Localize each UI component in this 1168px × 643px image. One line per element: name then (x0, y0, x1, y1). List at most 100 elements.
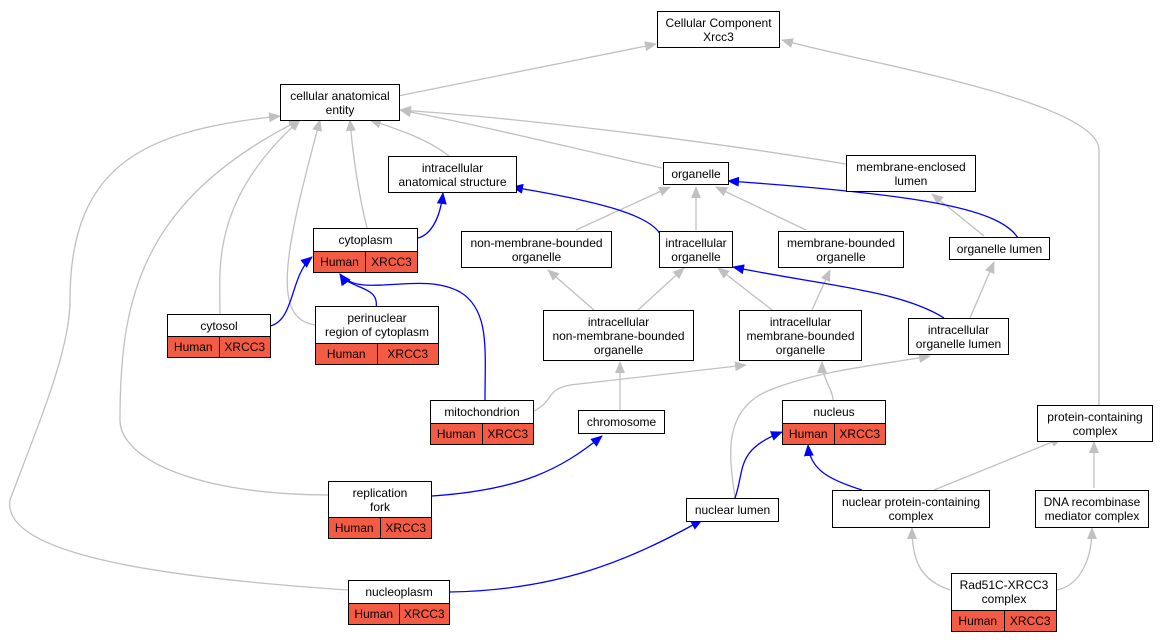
edge-inmbo-nmbo (547, 269, 595, 311)
annotation-row: Human XRCC3 (316, 343, 438, 364)
edge-np-nl (449, 519, 703, 593)
annotation-row: Human XRCC3 (783, 423, 885, 444)
node-nuclear-lumen[interactable]: nuclear lumen (686, 498, 779, 522)
node-label: cytosol (200, 318, 238, 333)
species-label: Human (173, 340, 213, 354)
node-mitochondrion[interactable]: mitochondrion Human XRCC3 (430, 400, 534, 445)
edge-prc-cae (286, 119, 322, 326)
edge-mito-imbo (533, 361, 747, 412)
node-cytoplasm[interactable]: cytoplasm Human XRCC3 (313, 228, 418, 273)
node-label: nuclear lumen (694, 503, 771, 517)
node-label: membrane-enclosed lumen (856, 159, 966, 188)
gene-label: XRCC3 (1003, 611, 1057, 631)
node-cellular-anatomical-entity[interactable]: cellular anatomical entity (280, 84, 400, 121)
node-label: nucleus (813, 405, 855, 419)
node-label: chromosome (586, 415, 657, 429)
annotation-row: Human XRCC3 (314, 251, 417, 272)
node-organelle-lumen[interactable]: organelle lumen (949, 237, 1050, 260)
edge-inmbo-io (637, 267, 685, 311)
annotation-row: Human XRCC3 (329, 517, 431, 538)
node-nucleus[interactable]: nucleus Human XRCC3 (782, 400, 886, 445)
gene-label: XRCC3 (376, 344, 439, 364)
edge-npcc-nucleus (803, 444, 863, 491)
gene-label: XRCC3 (833, 424, 886, 444)
edge-iol-ol (969, 261, 995, 319)
edge-mito-cytoplasm (339, 273, 486, 401)
node-intracellular-membrane-bounded-organelle[interactable]: intracellular membrane-bounded organelle (739, 310, 862, 361)
gene-label: XRCC3 (379, 518, 432, 538)
annotation-row: Human XRCC3 (168, 336, 270, 357)
annotation-row: Human XRCC3 (349, 603, 449, 624)
species-label: Human (320, 255, 359, 269)
edge-imbo-io (717, 267, 773, 311)
annotation-row: Human XRCC3 (952, 610, 1056, 631)
node-label: DNA recombinase mediator complex (1043, 495, 1141, 523)
edge-npcc-pcc (933, 437, 1063, 491)
edge-rad51c-npcc (907, 527, 951, 591)
node-label: cytoplasm (338, 233, 393, 247)
node-chromosome[interactable]: chromosome (578, 410, 665, 434)
gene-label: XRCC3 (398, 604, 450, 624)
node-label: non-membrane-bounded organelle (470, 235, 603, 264)
node-label: mitochondrion (444, 405, 520, 419)
node-label: intracellular non-membrane-bounded organ… (552, 314, 685, 357)
edge-nmbo-organelle (575, 186, 671, 231)
species-label: Human (788, 427, 828, 441)
edge-cytoplasm-cae (345, 119, 368, 229)
node-nucleoplasm[interactable]: nucleoplasm Human XRCC3 (348, 580, 450, 625)
edge-cytosol-cae (219, 119, 301, 315)
node-label: Rad51C-XRCC3 complex (959, 578, 1049, 606)
edge-np-cae (9, 112, 349, 591)
species-label: Human (326, 347, 366, 361)
edge-nl-iol (730, 353, 931, 499)
node-label: nucleoplasm (365, 585, 433, 599)
node-intracellular-anatomical-structure[interactable]: intracellular anatomical structure (388, 156, 517, 193)
edge-cytoplasm-ias (417, 192, 447, 239)
node-intracellular-non-membrane-bounded-organelle[interactable]: intracellular non-membrane-bounded organ… (543, 310, 694, 361)
edge-ol-organelle (727, 176, 1019, 239)
edge-ias-cae (369, 118, 451, 158)
node-nuclear-protein-containing-complex[interactable]: nuclear protein-containing complex (832, 490, 990, 528)
node-perinuclear-region-of-cytoplasm[interactable]: perinuclear region of cytoplasm Human XR… (315, 306, 439, 365)
node-intracellular-organelle[interactable]: intracellular organelle (659, 231, 733, 268)
node-label: intracellular organelle (665, 235, 727, 264)
edge-rad51c-drmc (1056, 527, 1097, 591)
node-intracellular-organelle-lumen[interactable]: intracellular organelle lumen (908, 318, 1009, 355)
node-membrane-bounded-organelle[interactable]: membrane-bounded organelle (778, 231, 904, 268)
species-label: Human (958, 614, 998, 628)
node-dna-recombinase-mediator-complex[interactable]: DNA recombinase mediator complex (1035, 490, 1149, 528)
node-non-membrane-bounded-organelle[interactable]: non-membrane-bounded organelle (461, 231, 612, 268)
node-label: Cellular Component Xrcc3 (665, 15, 772, 44)
node-membrane-enclosed-lumen[interactable]: membrane-enclosed lumen (846, 155, 976, 192)
edge-mel-cae (399, 105, 847, 165)
edge-nucleus-imbo (817, 361, 834, 401)
edge-imbo-mbo (811, 269, 831, 311)
edge-mbo-organelle (715, 186, 807, 231)
edge-pcc-root (781, 38, 1100, 406)
edge-cae-root (397, 41, 657, 97)
edge-rf-cae (119, 119, 330, 496)
node-label: organelle lumen (956, 241, 1043, 256)
gene-label: XRCC3 (218, 337, 271, 357)
node-label: nuclear protein-containing complex (841, 495, 981, 523)
node-organelle[interactable]: organelle (663, 162, 729, 185)
node-cytosol[interactable]: cytosol Human XRCC3 (167, 314, 271, 358)
gene-label: XRCC3 (365, 252, 417, 272)
node-label: intracellular membrane-bounded organelle (746, 314, 855, 357)
node-replication-fork[interactable]: replication fork Human XRCC3 (328, 481, 432, 539)
node-rad51c-xrcc3-complex[interactable]: Rad51C-XRCC3 complex Human XRCC3 (951, 573, 1057, 632)
node-label: perinuclear region of cytoplasm (324, 311, 430, 339)
node-label: intracellular organelle lumen (915, 322, 1002, 351)
node-cellular-component-xrcc3[interactable]: Cellular Component Xrcc3 (657, 11, 780, 48)
node-label: membrane-bounded organelle (786, 235, 896, 264)
edge-organelle-cae (399, 107, 663, 169)
annotation-row: Human XRCC3 (431, 423, 533, 444)
edge-cytosol-cytoplasm (269, 256, 313, 327)
edge-iol-io (732, 264, 945, 319)
species-label: Human (354, 607, 394, 621)
node-protein-containing-complex[interactable]: protein-containing complex (1037, 405, 1153, 442)
edge-io-ias (511, 183, 663, 241)
node-label: replication fork (352, 485, 408, 514)
